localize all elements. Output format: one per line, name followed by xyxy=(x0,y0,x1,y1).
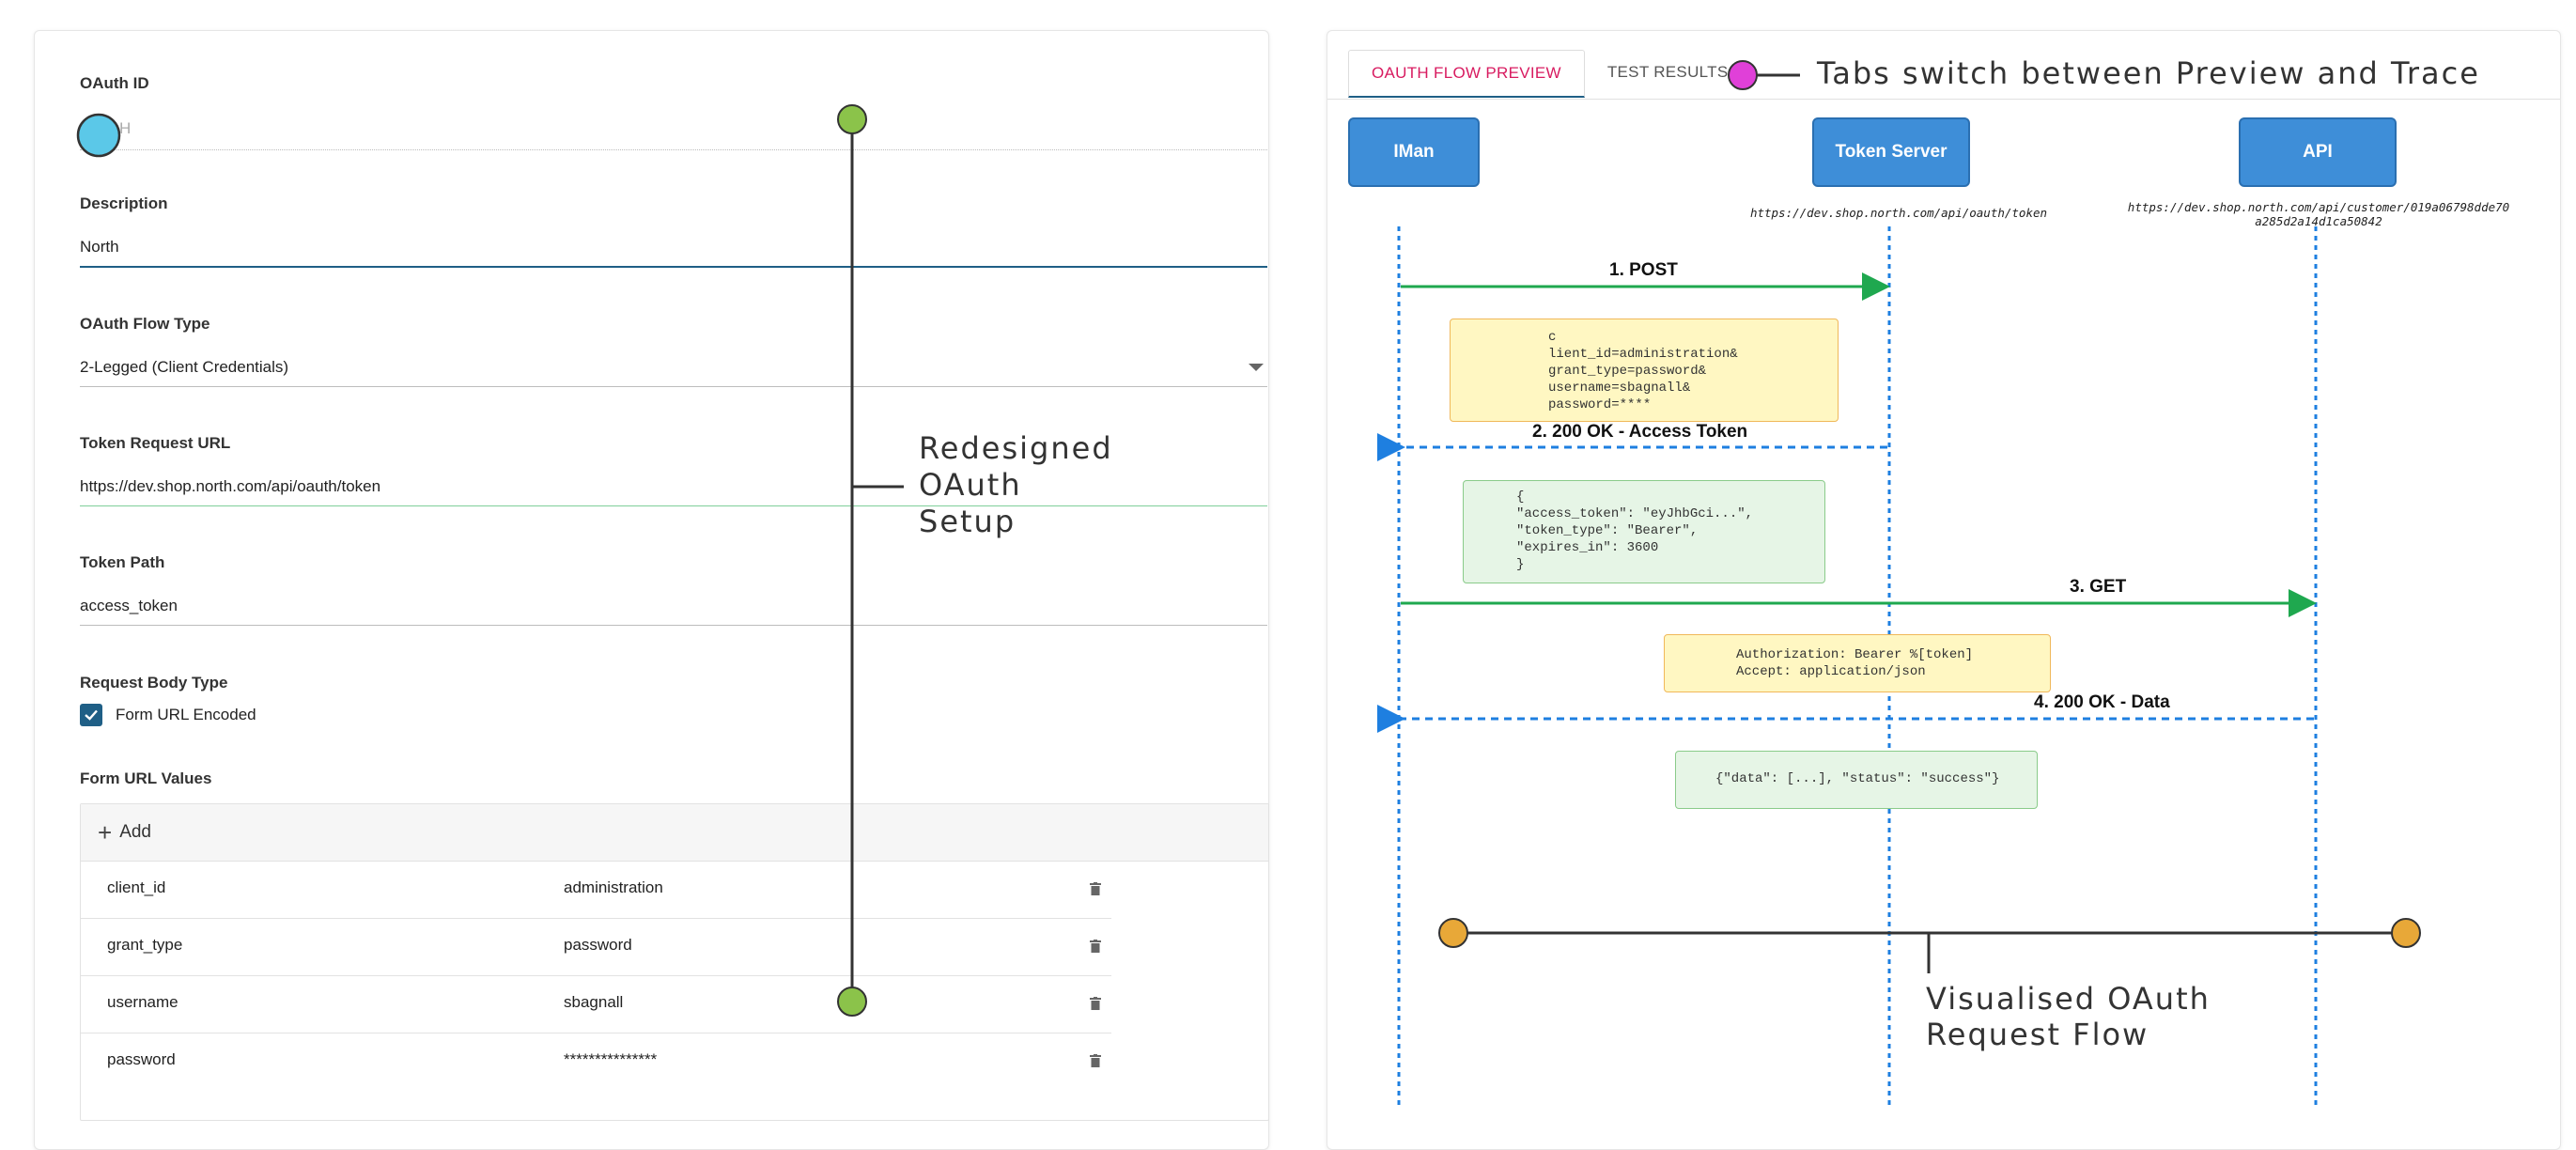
token-path-label: Token Path xyxy=(80,553,165,571)
token-url-underline xyxy=(80,505,1267,506)
flow-type-select[interactable]: 2-Legged (Client Credentials) xyxy=(80,358,289,376)
oauth-flow-preview-panel: OAUTH FLOW PREVIEW TEST RESULTS IMan Tok… xyxy=(1327,30,2561,1150)
form-values-toolbar: + Add xyxy=(81,804,1268,862)
trash-icon[interactable] xyxy=(1090,1054,1101,1067)
row-key[interactable]: username xyxy=(107,993,178,1011)
sequence-diagram xyxy=(1377,226,2318,1108)
form-url-encoded-label: Form URL Encoded xyxy=(116,706,256,723)
annotation-tabs: Tabs switch between Preview and Trace xyxy=(1817,55,2480,91)
annotation-visualised-flow: Visualised OAuth Request Flow xyxy=(1926,981,2211,1052)
actor-iman: IMan xyxy=(1348,117,1480,187)
message-token-response: 2. 200 OK - Access Token xyxy=(1532,422,1748,442)
oauth-id-input[interactable]: H xyxy=(119,119,132,137)
oauth-setup-panel: OAuth ID H Description North OAuth Flow … xyxy=(34,30,1269,1150)
marker-green-bottom xyxy=(837,987,867,1017)
description-input[interactable]: North xyxy=(80,238,119,256)
note-post-body: c lient_id=administration& grant_type=pa… xyxy=(1450,319,1839,422)
tab-test-results[interactable]: TEST RESULTS xyxy=(1606,63,1729,81)
row-key[interactable]: grant_type xyxy=(107,936,183,954)
api-url-line-2: a285d2a14d1ca50842 xyxy=(2255,214,2382,228)
tabs-divider xyxy=(1327,99,2560,100)
trash-icon[interactable] xyxy=(1090,882,1101,895)
tab-oauth-flow-preview[interactable]: OAUTH FLOW PREVIEW xyxy=(1348,50,1585,98)
row-key[interactable]: password xyxy=(107,1050,176,1068)
annotation-redesigned-setup: Redesigned OAuth Setup xyxy=(919,430,1113,539)
table-row: username sbagnall xyxy=(81,976,1111,1033)
actor-api: API xyxy=(2239,117,2397,187)
note-token-body: { "access_token": "eyJhbGci...", "token_… xyxy=(1463,480,1825,583)
marker-pink xyxy=(1728,60,1758,90)
table-row: password *************** xyxy=(81,1033,1111,1090)
token-url-label: Token Request URL xyxy=(80,434,231,452)
check-icon xyxy=(85,709,98,721)
row-value[interactable]: sbagnall xyxy=(564,993,624,1011)
note-get-headers: Authorization: Bearer %[token] Accept: a… xyxy=(1664,634,2051,692)
actor-token-server: Token Server xyxy=(1812,117,1970,187)
row-value[interactable]: password xyxy=(564,936,632,954)
message-get: 3. GET xyxy=(2070,577,2127,597)
body-type-label: Request Body Type xyxy=(80,674,228,692)
token-server-url: https://dev.shop.north.com/api/oauth/tok… xyxy=(1749,206,2048,220)
marker-orange-right xyxy=(2391,918,2421,948)
add-button-label: Add xyxy=(119,822,151,842)
trash-icon[interactable] xyxy=(1090,997,1101,1010)
chevron-down-icon[interactable] xyxy=(1249,364,1264,371)
marker-green-top xyxy=(837,104,867,134)
description-label: Description xyxy=(80,194,168,212)
form-values-table: + Add client_id administration grant_typ… xyxy=(80,803,1269,1121)
form-url-encoded-checkbox[interactable] xyxy=(80,704,102,726)
flow-type-underline xyxy=(80,386,1267,387)
trash-icon[interactable] xyxy=(1090,940,1101,953)
token-url-input[interactable]: https://dev.shop.north.com/api/oauth/tok… xyxy=(80,477,381,495)
row-value[interactable]: *************** xyxy=(564,1050,658,1068)
message-post: 1. POST xyxy=(1609,260,1678,280)
message-data-response: 4. 200 OK - Data xyxy=(2034,692,2170,712)
marker-orange-left xyxy=(1438,918,1468,948)
token-path-input[interactable]: access_token xyxy=(80,597,178,614)
oauth-id-underline xyxy=(80,149,1267,151)
table-row: client_id administration xyxy=(81,862,1111,919)
row-key[interactable]: client_id xyxy=(107,878,166,896)
note-data-body: {"data": [...], "status": "success"} xyxy=(1675,751,2038,809)
preview-tabs: OAUTH FLOW PREVIEW TEST RESULTS xyxy=(1348,50,1750,99)
row-value[interactable]: administration xyxy=(564,878,663,896)
description-underline xyxy=(80,266,1267,268)
api-url: https://dev.shop.north.com/api/customer/… xyxy=(2098,200,2539,228)
token-path-underline xyxy=(80,625,1267,626)
flow-type-label: OAuth Flow Type xyxy=(80,315,210,333)
add-button[interactable]: + Add xyxy=(98,817,151,847)
plus-icon: + xyxy=(98,818,113,847)
form-values-label: Form URL Values xyxy=(80,769,212,787)
table-row: grant_type password xyxy=(81,919,1111,976)
api-url-line-1: https://dev.shop.north.com/api/customer/… xyxy=(2127,200,2510,214)
marker-cyan xyxy=(76,113,121,158)
oauth-id-label: OAuth ID xyxy=(80,74,149,92)
